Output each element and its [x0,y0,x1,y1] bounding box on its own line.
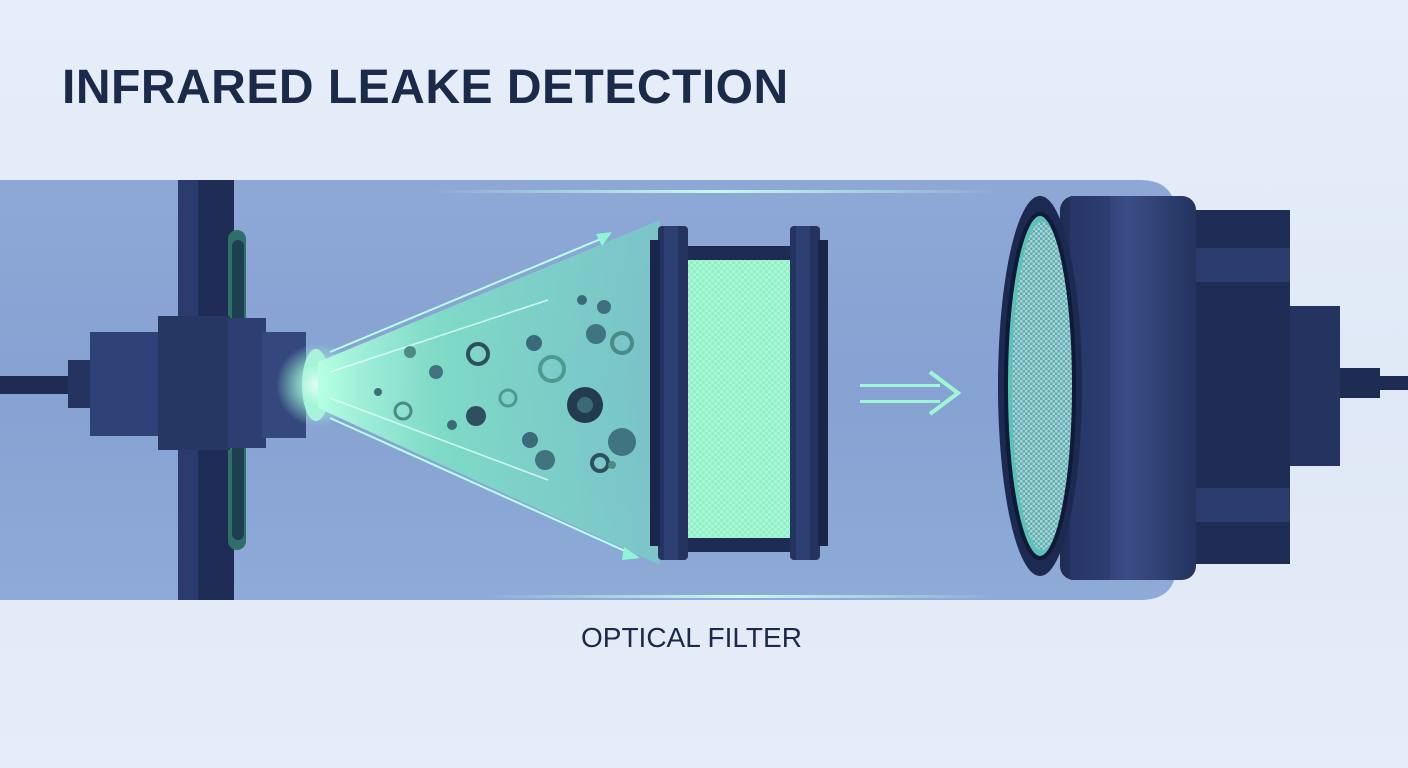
gas-particle-icon [577,295,587,305]
gas-particle-icon [538,355,566,383]
gas-particle-icon [447,420,457,430]
diagram-title: INFRARED LEAKE DETECTION [62,61,789,114]
gas-particle-icon [526,335,542,351]
gas-particle-icon [466,342,490,366]
gas-particle-icon [608,428,636,456]
gas-particle-icon [522,432,538,448]
gas-particle-icon [374,388,382,396]
gas-particle-icon [586,324,606,344]
gas-particle-icon [597,300,611,314]
gas-particle-icon [393,401,413,421]
arrow-right-icon [860,370,962,416]
emitter-cable [0,360,92,408]
gas-particle-icon [590,453,610,473]
gas-particle-icon [608,461,616,469]
optical-filter-icon [650,226,828,560]
gas-particle-icon [404,346,416,358]
detector-lens-icon [998,196,1408,580]
gas-particle-icon [498,388,518,408]
gas-particle-icon [535,450,555,470]
gas-particle-icon [610,331,634,355]
gas-particles [374,295,636,473]
infrared-beam [318,220,660,565]
gas-particle-icon [429,365,443,379]
optical-filter-label: OPTICAL FILTER [581,622,802,653]
gas-particle-icon [466,406,486,426]
